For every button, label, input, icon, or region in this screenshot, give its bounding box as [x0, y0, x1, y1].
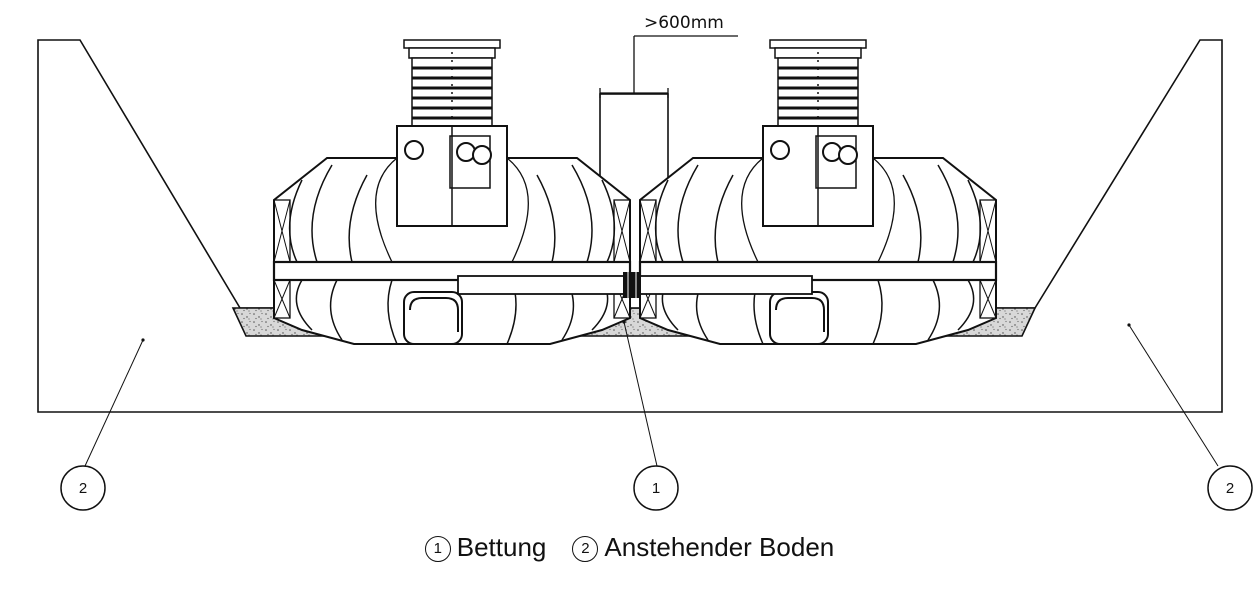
callout-left: 2 [60, 465, 106, 511]
legend-number: 2 [572, 536, 599, 562]
tank-right [638, 38, 998, 346]
dimension-label: >600mm [644, 13, 724, 33]
legend-label: Anstehender Boden [604, 532, 835, 562]
tank-left [272, 38, 632, 346]
legend-number: 1 [424, 536, 451, 562]
leader-center [623, 321, 658, 467]
callout-number: 2 [79, 480, 87, 497]
pipe-coupling [623, 272, 641, 298]
callout-number: 2 [1226, 480, 1234, 497]
callout-right: 2 [1207, 465, 1253, 511]
callout-center: 1 [633, 465, 679, 511]
callout-number: 1 [652, 480, 660, 497]
legend-label: Bettung [456, 532, 547, 562]
leader-right [1128, 324, 1219, 467]
leader-left [84, 339, 144, 467]
